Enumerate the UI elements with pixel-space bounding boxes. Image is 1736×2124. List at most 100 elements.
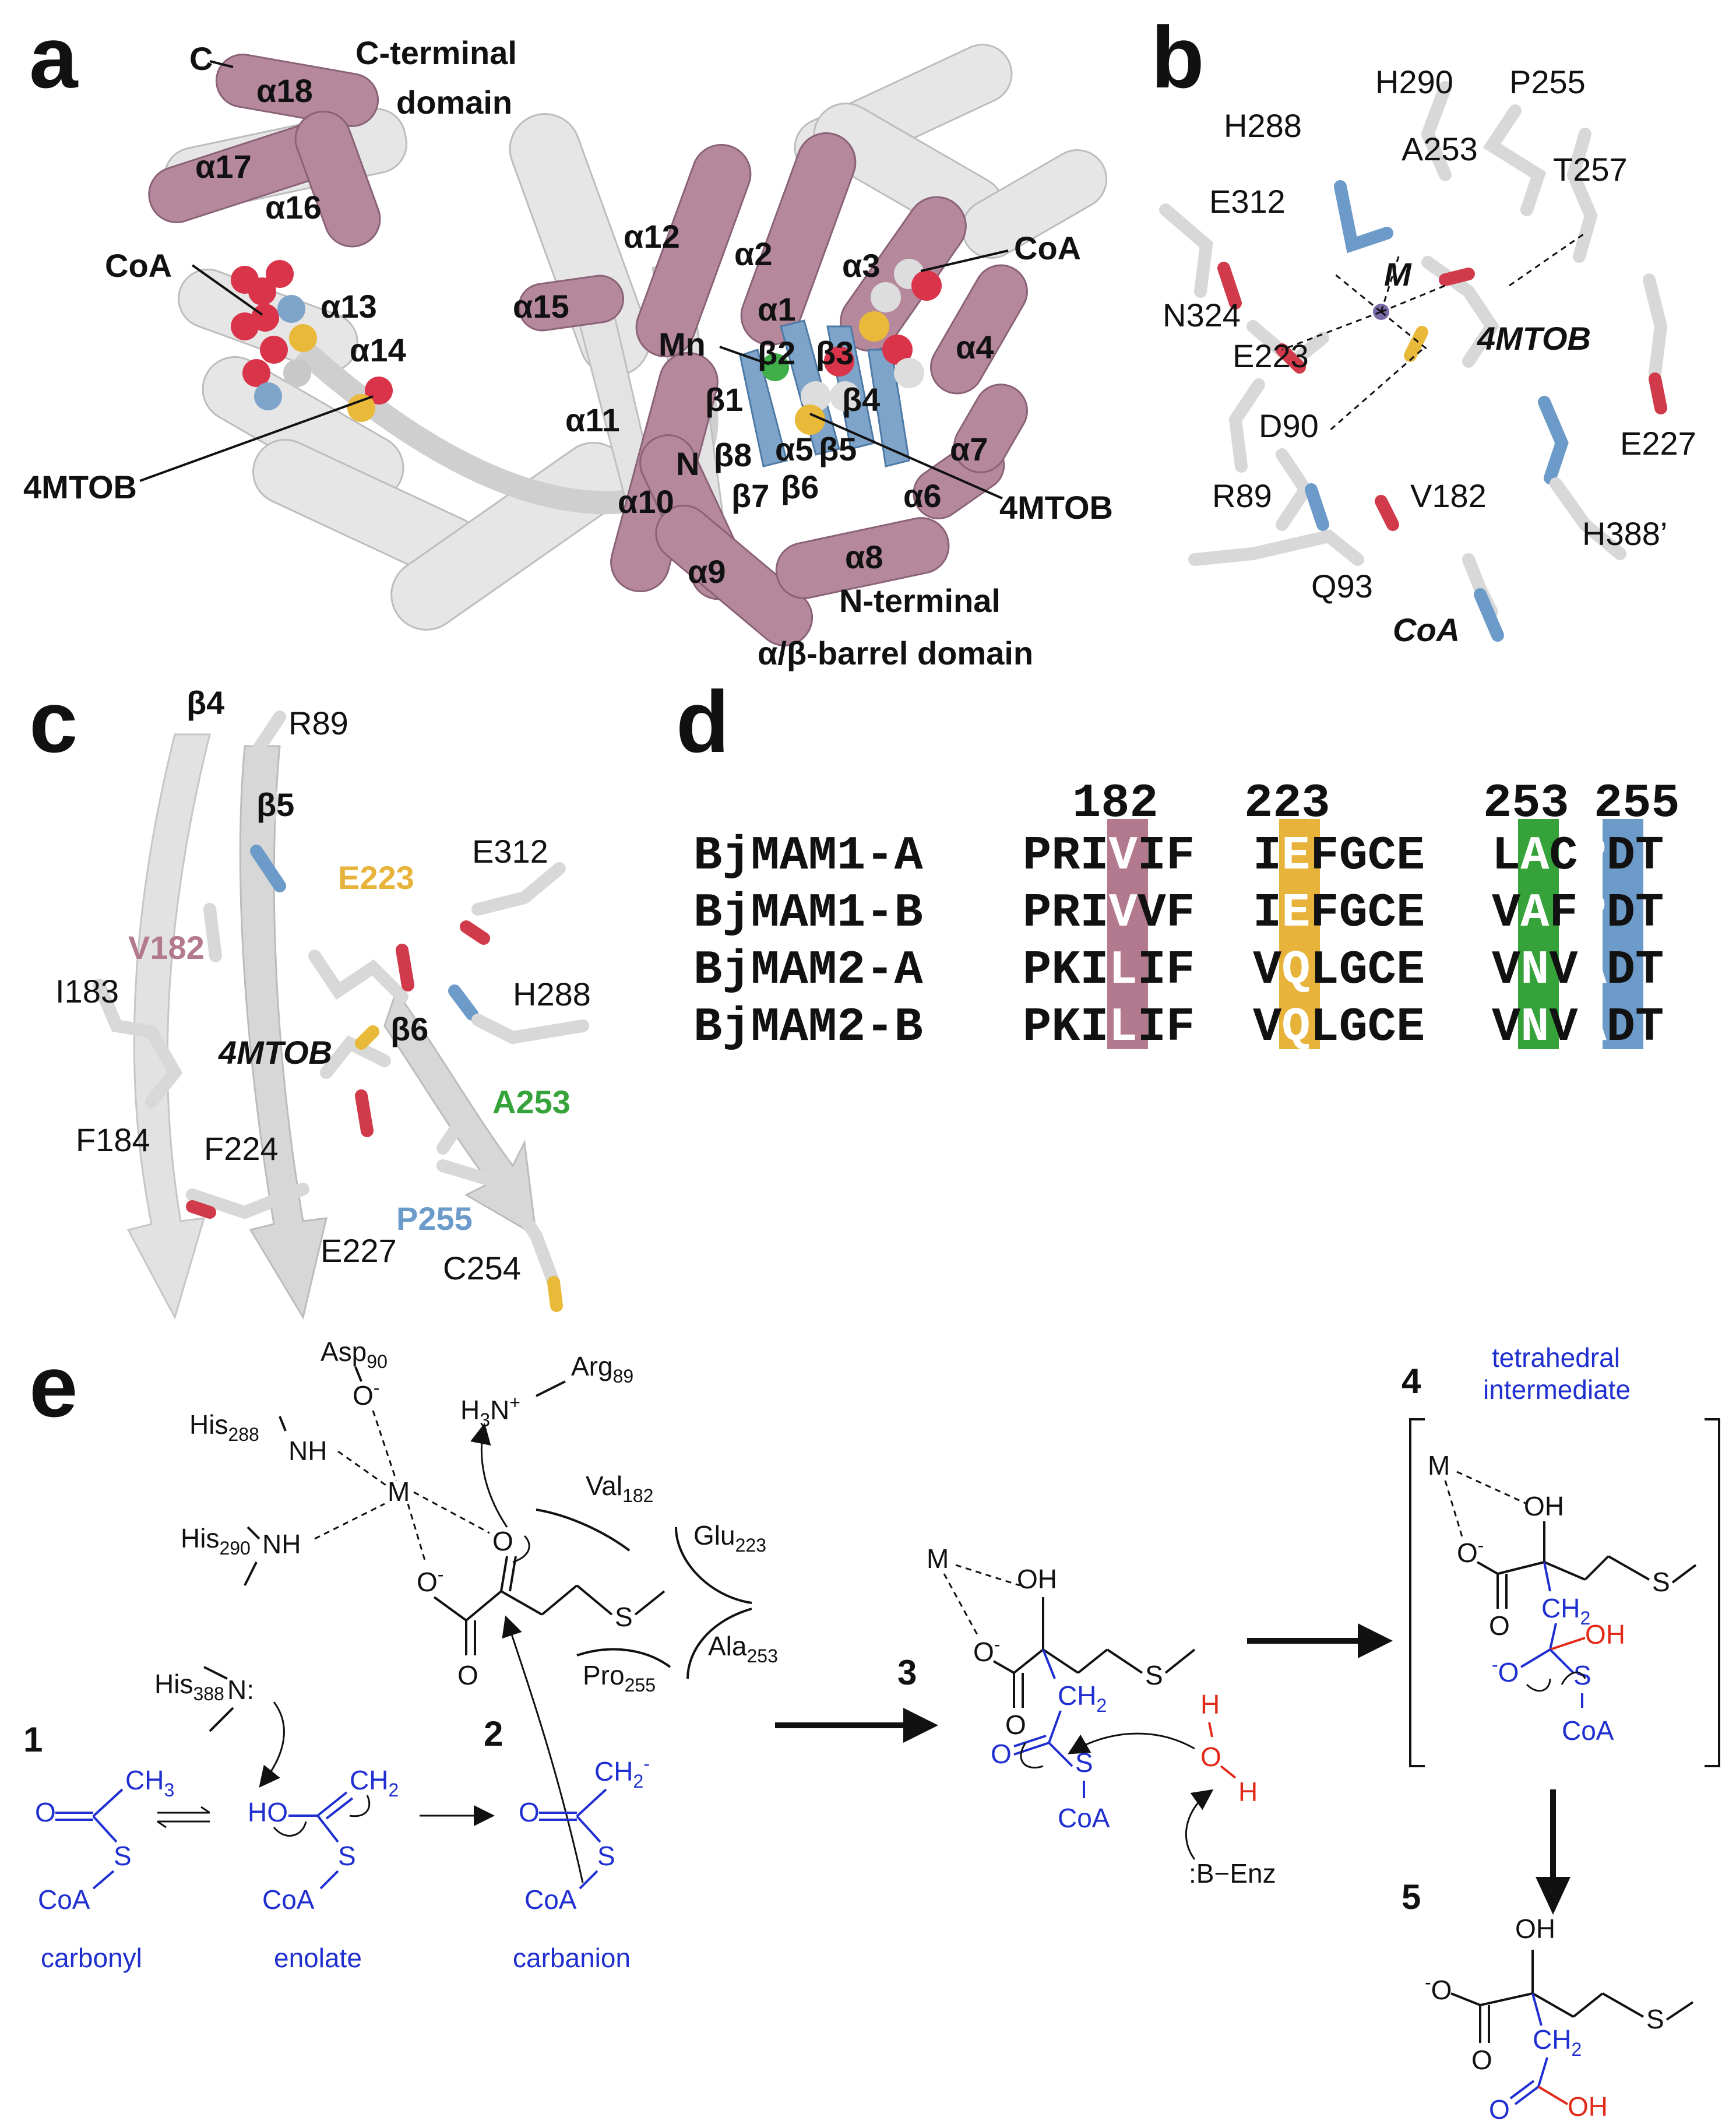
compound-4: 4 tetrahedral intermediate M OH O- S O C… [1402,1342,1720,1767]
sequence-name: BjMAM2-B [693,1000,923,1054]
atom: S [1075,1747,1093,1778]
sulfur-2: S [615,1602,633,1632]
coa-label-right: CoA [1014,230,1081,266]
compound-5: 5 OH -O S O CH2 O OH [1402,1877,1694,2124]
compound-number: 4 [1402,1362,1421,1401]
strand-labels: β2 β3 β1 β4 β8 β5 β7 β6 [705,335,880,514]
atom: S [114,1841,132,1871]
pro-label: Pro255 [583,1660,656,1696]
asp-label: Asp90 [321,1337,388,1372]
highlighted-residue: N [1520,1000,1549,1054]
c-terminal-domain-label-1: C-terminal [355,34,517,71]
compound-carbanion: 2 O CH2- S CoA carbanion [484,1714,650,1973]
n-terminus-label: N [676,445,699,482]
strand-label: β8 [714,437,752,473]
coordination-bonds [1281,232,1586,432]
active-site-sticks [1159,81,1668,642]
helix-label: α11 [565,402,620,438]
residue-labels-b: H290 P255 H288 A253 T257 E312 N324 E223 … [1163,64,1696,648]
position-number: 253 [1483,776,1569,831]
atom: CH2 [1541,1593,1590,1629]
highlighted-residue: P [1578,886,1607,940]
highlight-col-223 [1279,819,1320,1049]
sequence-segment: PKI [1023,1000,1109,1054]
arg-label: Arg89 [571,1351,633,1387]
carboxyl-oxygen-2: O [457,1660,478,1690]
helix-label: α4 [956,329,994,365]
atom: CH2- [594,1753,650,1792]
compound-name: tetrahedral [1492,1342,1620,1373]
highlighted-residue: V [1109,886,1138,940]
strand-label: β2 [758,335,795,371]
atom: O [991,1739,1012,1769]
residue-label: C254 [443,1250,521,1286]
position-number: 182 [1072,776,1158,831]
panel-label-d: d [676,673,730,771]
residue-label: E227 [1620,425,1696,462]
his290-nh: NH [262,1529,301,1559]
h3n-label: H3N+ [460,1392,520,1430]
highlighted-residue: E [1281,886,1310,940]
sequence-segment: V [1549,943,1578,997]
substrate-label: 4MTOB [218,1034,332,1071]
helix-label: α2 [734,235,773,272]
atom: CoA [524,1884,577,1915]
helix-label: α9 [688,553,726,590]
sequence-segment: V [1492,886,1521,940]
helix-label: α12 [624,218,680,255]
atom: M [927,1543,949,1574]
panel-b: b [1151,8,1696,648]
compound-name: enolate [274,1943,362,1973]
residue-label-highlight: E223 [338,859,414,896]
residue-label: R89 [1212,477,1272,514]
position-number: 255 [1594,776,1680,831]
highlighted-residue: A [1578,1000,1607,1054]
his288-nh: NH [288,1436,327,1466]
atom: S [1652,1567,1670,1597]
residue-label: E227 [321,1232,397,1269]
highlight-col-182 [1107,819,1148,1049]
compound-enolate: HO CH2 S CoA enolate [248,1765,399,1973]
residue-label: E312 [472,833,548,870]
carboxylate-o: O- [417,1564,443,1597]
highlighted-residue: N [1520,943,1549,997]
highlighted-residue: E [1281,829,1310,883]
atom: OH [1017,1564,1057,1594]
atom: O [1005,1710,1026,1740]
panel-label-c: c [29,673,78,771]
compound-3: 3 M OH O- S O CH2 O S CoA [897,1543,1276,1889]
highlighted-residue: L [1109,1000,1138,1054]
sequence-segment: LGCE [1310,1000,1425,1054]
helix-label: α6 [903,477,942,514]
his288-label: His288 [189,1409,259,1445]
residue-label: P255 [1509,64,1586,100]
helix-label: α18 [256,72,313,109]
atom: HO [248,1797,288,1827]
strand-label: β4 [186,684,224,721]
highlighted-residue: A [1578,943,1607,997]
panel-a: a [23,8,1113,671]
base-label: :B−Enz [1189,1858,1276,1889]
strand-label: β6 [781,469,819,505]
panel-label-b: b [1151,8,1205,106]
atom: CoA [38,1884,90,1915]
atom: OH [1568,2091,1608,2122]
atom: O [1489,2094,1510,2124]
beta-sheet-cartoon [93,711,589,1320]
atom: O [519,1797,540,1827]
residue-label: H288 [513,976,591,1012]
coa-label-left: CoA [105,247,172,284]
his290-label: His290 [181,1523,251,1559]
atom: O [1471,2045,1492,2075]
c-terminal-domain-label-2: domain [396,84,512,121]
highlighted-residue: A [1520,829,1550,883]
protein-cartoon-helices [148,54,1028,646]
helix-label: α14 [350,332,406,368]
atom: CH3 [125,1765,174,1801]
sequence-name: BjMAM1-B [693,886,923,940]
glu-label: Glu223 [693,1520,766,1556]
strand-label: β6 [390,1011,428,1047]
coa-spheres-right [761,259,942,435]
sequence-name: BjMAM1-A [693,829,923,883]
